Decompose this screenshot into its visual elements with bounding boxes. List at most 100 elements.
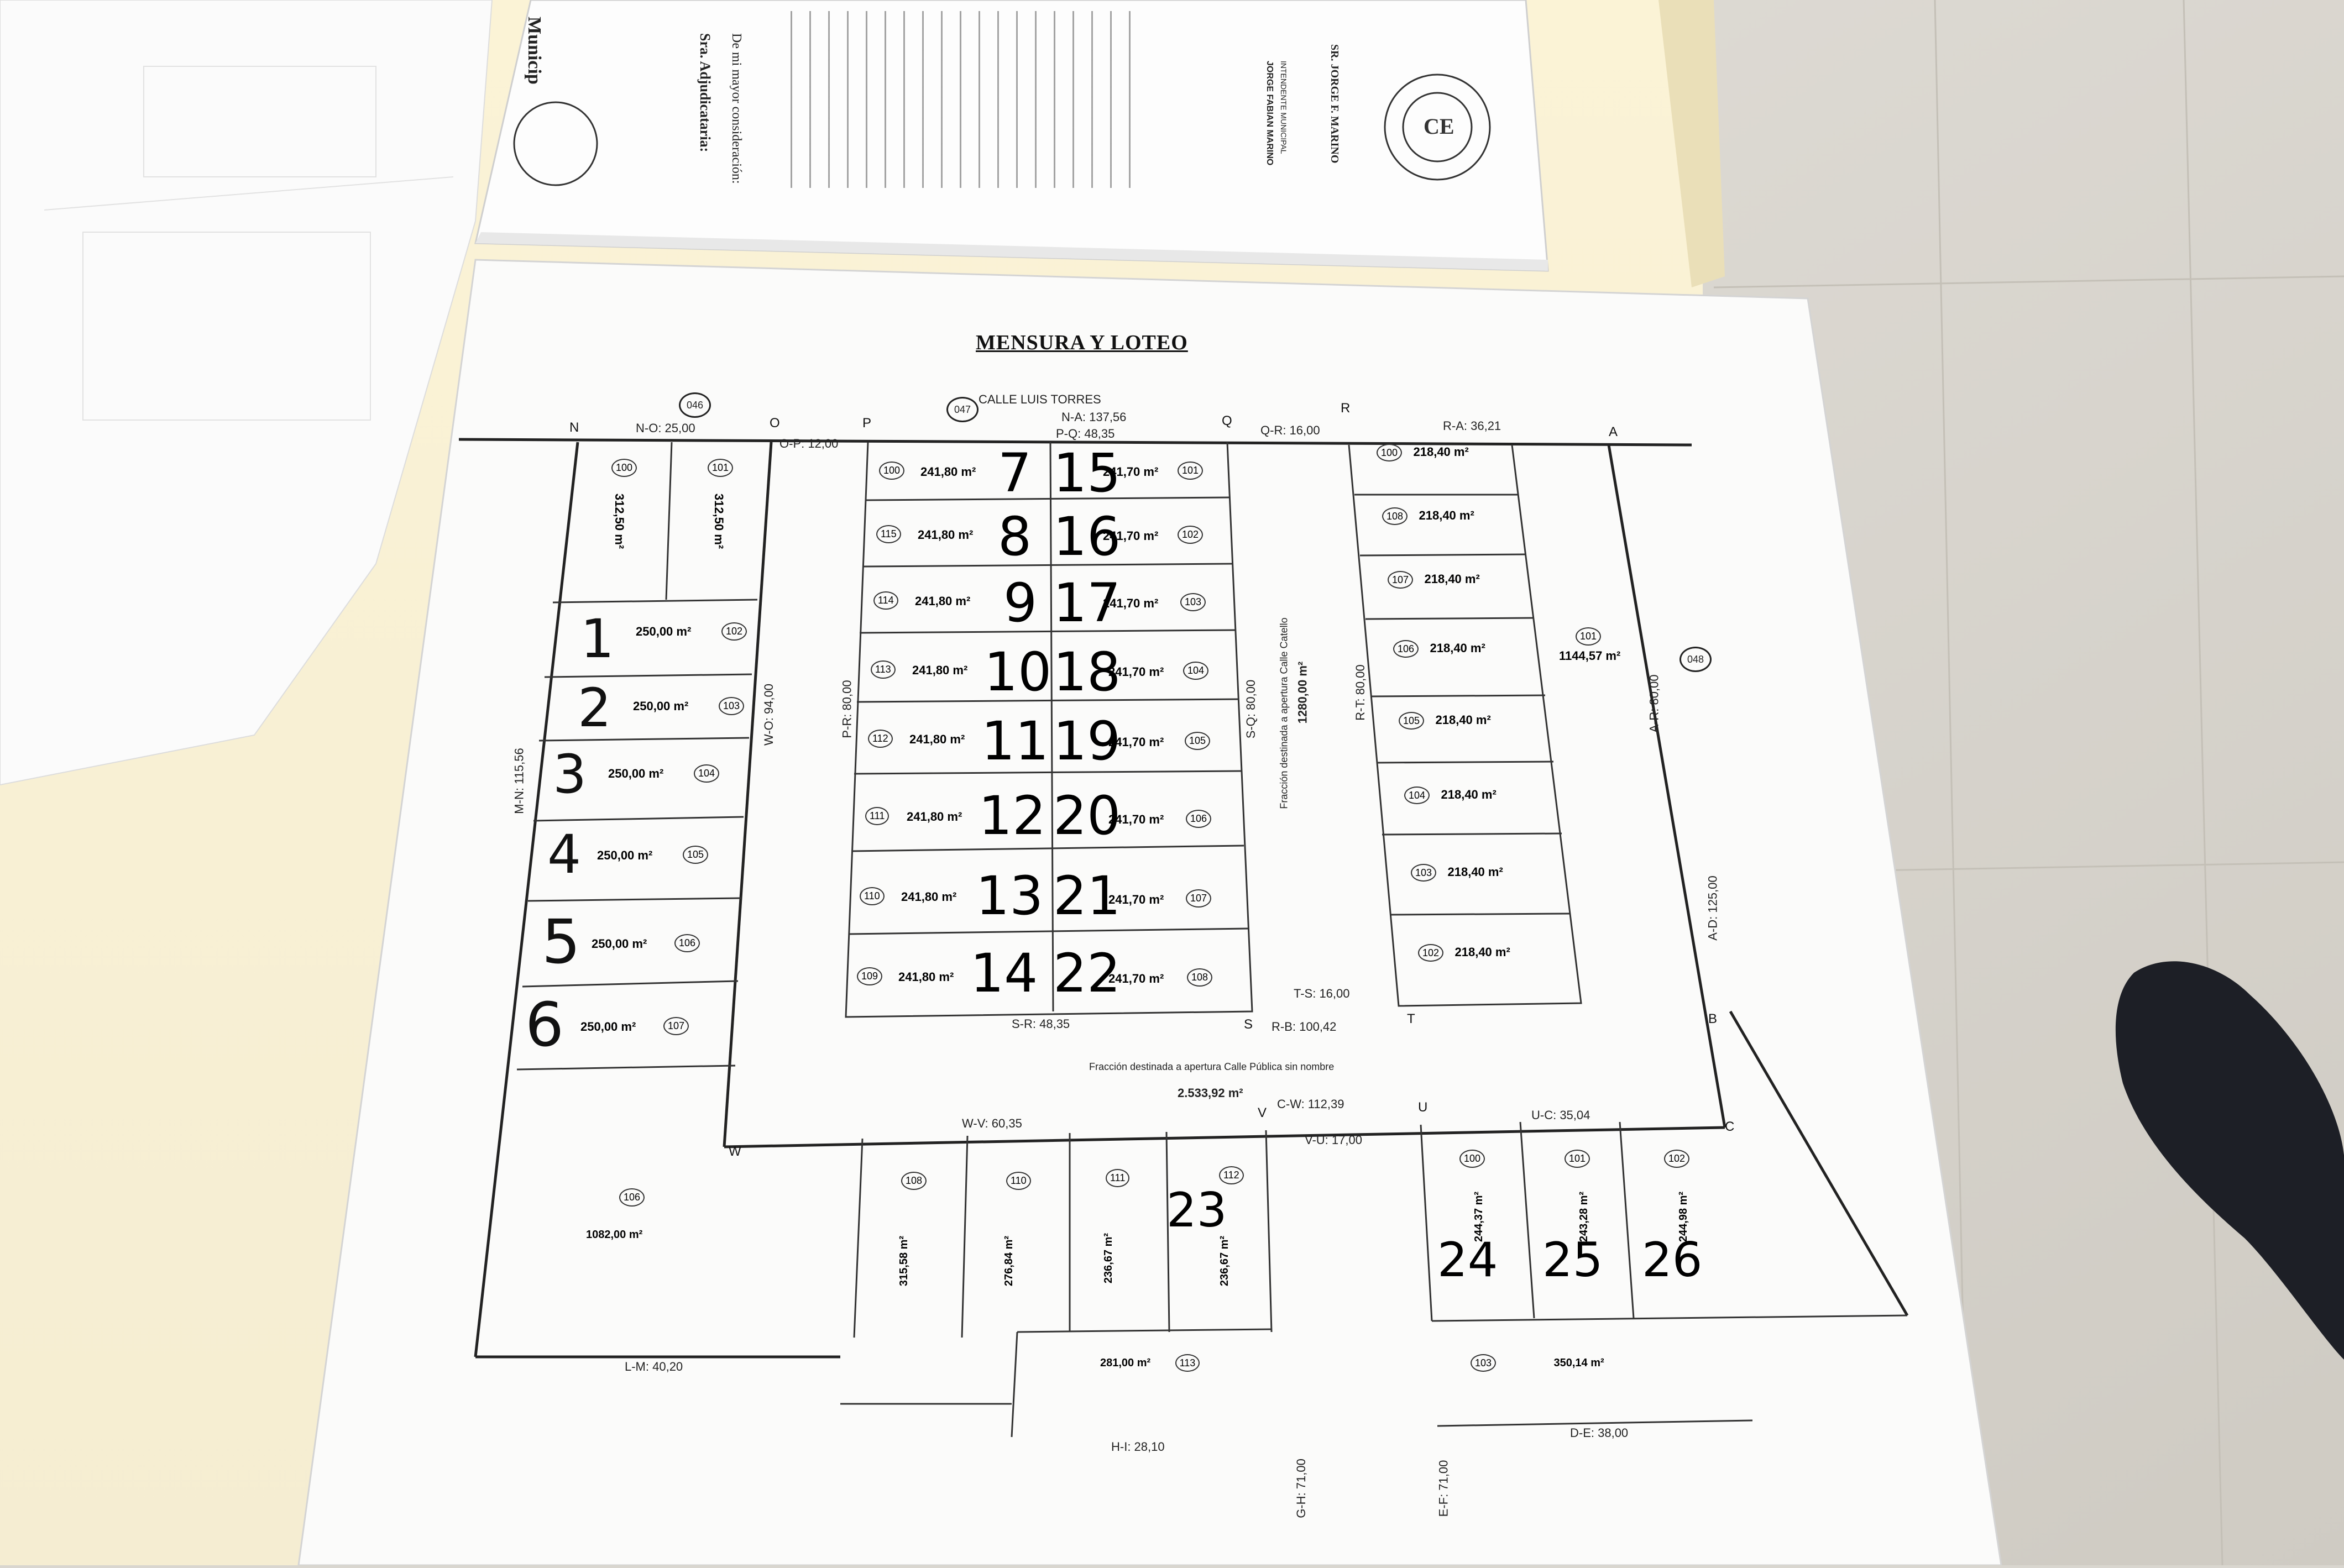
lot-number: 19 <box>1053 710 1121 772</box>
right-lot-2[interactable]: 108 218,40 m² <box>1382 507 1474 525</box>
right-ref-badge: 048 <box>1679 647 1712 672</box>
lot-ref: 111 <box>1106 1169 1130 1187</box>
lot-area: 241,80 m² <box>918 528 974 542</box>
lot-ref: 106 <box>1393 640 1419 658</box>
lot-4[interactable]: 4 250,00 m² 105 <box>547 824 735 901</box>
lot-area: 250,00 m² <box>592 937 647 951</box>
lot-number: 25 <box>1542 1233 1603 1288</box>
right-lot-1[interactable]: 100 218,40 m² <box>1377 444 1469 462</box>
lot-area: 241,70 m² <box>1108 665 1164 679</box>
middle-right-column: 15 241,70 m² 101 16 241,70 m² 102 17 241… <box>1053 442 1236 1017</box>
lot-area: 218,40 m² <box>1430 641 1485 655</box>
bottom-lot-25[interactable]: 25 101 243,28 m² <box>1537 1150 1636 1315</box>
lot-1[interactable]: 1 250,00 m² 102 <box>580 608 757 674</box>
lot-10[interactable]: 113 241,80 m² 10 <box>871 638 1053 705</box>
lot-number: 20 <box>1053 785 1121 847</box>
lot-area: 315,58 m² <box>898 1235 911 1287</box>
lot-ref: 114 <box>873 591 898 610</box>
right-lot-6[interactable]: 104 218,40 m² <box>1404 786 1497 804</box>
lot-area: 241,80 m² <box>915 594 971 608</box>
lot-14[interactable]: 109 241,80 m² 14 <box>857 940 1039 1017</box>
lot-18[interactable]: 18 241,70 m² 104 <box>1053 638 1236 705</box>
lot-ref: 100 <box>1459 1150 1485 1168</box>
bottom-lot-26[interactable]: 26 102 244,98 m² <box>1636 1150 1736 1315</box>
right-lot-8[interactable]: 102 218,40 m² <box>1418 944 1510 962</box>
lot-number: 13 <box>976 865 1044 927</box>
lot-area: 241,70 m² <box>1108 972 1164 985</box>
measure-op: O-P: 12,00 <box>779 437 839 450</box>
middle-left-column: 100 241,80 m² 7 115 241,80 m² 8 114 241,… <box>857 442 1056 1017</box>
lot-ref: 107 <box>663 1017 689 1035</box>
lot-number: 9 <box>1003 572 1038 634</box>
lot-9[interactable]: 114 241,80 m² 9 <box>873 572 1050 636</box>
left-column-grid <box>516 442 758 1071</box>
lot-2[interactable]: 2 250,00 m² 103 <box>578 677 755 743</box>
right-lot-4[interactable]: 106 218,40 m² <box>1393 640 1485 658</box>
lot-ref: 100 <box>1377 444 1403 462</box>
lot-area: 218,40 m² <box>1419 508 1474 522</box>
lot-number: 6 <box>525 989 564 1060</box>
lot-ref: 104 <box>1404 786 1430 804</box>
lot-area: 276,84 m² <box>1003 1235 1016 1287</box>
lot-6[interactable]: 6 250,00 m² 107 <box>525 989 724 1072</box>
bottom-lot-24[interactable]: 24 100 244,37 m² <box>1432 1150 1531 1315</box>
lot-area: 241,70 m² <box>1103 465 1159 479</box>
lot-number: 2 <box>578 677 612 739</box>
lot-number: 8 <box>998 506 1032 568</box>
lot-area: 241,80 m² <box>901 890 957 904</box>
lot-11[interactable]: 112 241,80 m² 11 <box>868 707 1050 779</box>
right-lot-3[interactable]: 107 218,40 m² <box>1388 571 1480 589</box>
lot-22[interactable]: 22 241,70 m² 108 <box>1053 940 1236 1017</box>
lot-area: 218,40 m² <box>1413 445 1469 459</box>
lot-3[interactable]: 3 250,00 m² 104 <box>553 743 741 815</box>
lot-number: 4 <box>547 824 582 885</box>
lot-ref: 102 <box>1418 944 1444 962</box>
lot-5[interactable]: 5 250,00 m² 106 <box>542 906 730 989</box>
lot-ref: 111 <box>865 807 890 825</box>
table-edge <box>1658 0 1725 287</box>
measure-pq: P-Q: 48,35 <box>1056 427 1115 440</box>
big-lot[interactable]: 101 1144,57 m² <box>1559 627 1620 663</box>
lot-ref: 103 <box>719 697 745 715</box>
lot-15[interactable]: 15 241,70 m² 101 <box>1053 442 1230 506</box>
lot-7[interactable]: 100 241,80 m² 7 <box>879 442 1056 506</box>
lot-ref: 108 <box>1187 968 1213 987</box>
lot-19[interactable]: 19 241,70 m² 105 <box>1053 707 1236 779</box>
lot-area: 218,40 m² <box>1424 572 1480 586</box>
right-lot-5[interactable]: 105 218,40 m² <box>1399 712 1491 730</box>
top-left-lots: 100 312,50 m² 101 312,50 m² <box>603 453 768 586</box>
municipal-logo <box>513 101 598 186</box>
lot-16[interactable]: 16 241,70 m² 102 <box>1053 506 1230 569</box>
bottom-lot-23[interactable]: 23 112 236,67 m² <box>1166 1166 1277 1315</box>
lot-ref: 112 <box>868 730 893 748</box>
lot-13[interactable]: 110 241,80 m² 13 <box>860 859 1044 937</box>
bottom-lot-106[interactable]: 106 1082,00 m² <box>586 1188 645 1241</box>
lot-number: 16 <box>1053 506 1121 568</box>
lot-number: 14 <box>970 942 1038 1004</box>
lot-12[interactable]: 111 241,80 m² 12 <box>865 782 1048 859</box>
lot-ref: 110 <box>1006 1172 1031 1190</box>
left-column: 1 250,00 m² 102 2 250,00 m² 103 3 250,00… <box>525 608 757 1072</box>
bottom-lot-113[interactable]: 281,00 m² 113 <box>1100 1354 1200 1372</box>
lot-area: 218,40 m² <box>1454 945 1510 959</box>
street-name: CALLE LUIS TORRES <box>979 392 1101 406</box>
lot-ref: 102 <box>1664 1150 1690 1168</box>
lot-17[interactable]: 17 241,70 m² 103 <box>1053 572 1230 636</box>
bottom-lot-108[interactable]: 108 315,58 m² <box>879 1172 962 1315</box>
bottom-lot-103[interactable]: 103 350,14 m² <box>1471 1354 1604 1372</box>
lot-number: 21 <box>1053 865 1121 927</box>
lot-ref: 104 <box>694 764 720 783</box>
lot-ref: 106 <box>1186 810 1212 828</box>
bottom-lot-110[interactable]: 110 276,84 m² <box>984 1172 1067 1315</box>
lot-8[interactable]: 115 241,80 m² 8 <box>876 506 1053 569</box>
lot-ref: 107 <box>1388 571 1414 589</box>
bottom-block-grid <box>840 1121 1908 1438</box>
right-lot-7[interactable]: 103 218,40 m² <box>1411 864 1503 882</box>
lot-area: 241,80 m² <box>912 663 968 677</box>
lot-21[interactable]: 21 241,70 m² 107 <box>1053 859 1236 937</box>
bottom-lot-111[interactable]: 111 236,67 m² <box>1084 1169 1166 1313</box>
lot-ref: 103 <box>1471 1354 1497 1372</box>
lot-20[interactable]: 20 241,70 m² 106 <box>1053 782 1236 859</box>
lot-number: 7 <box>998 442 1032 504</box>
lot-area: 241,80 m² <box>920 465 976 479</box>
